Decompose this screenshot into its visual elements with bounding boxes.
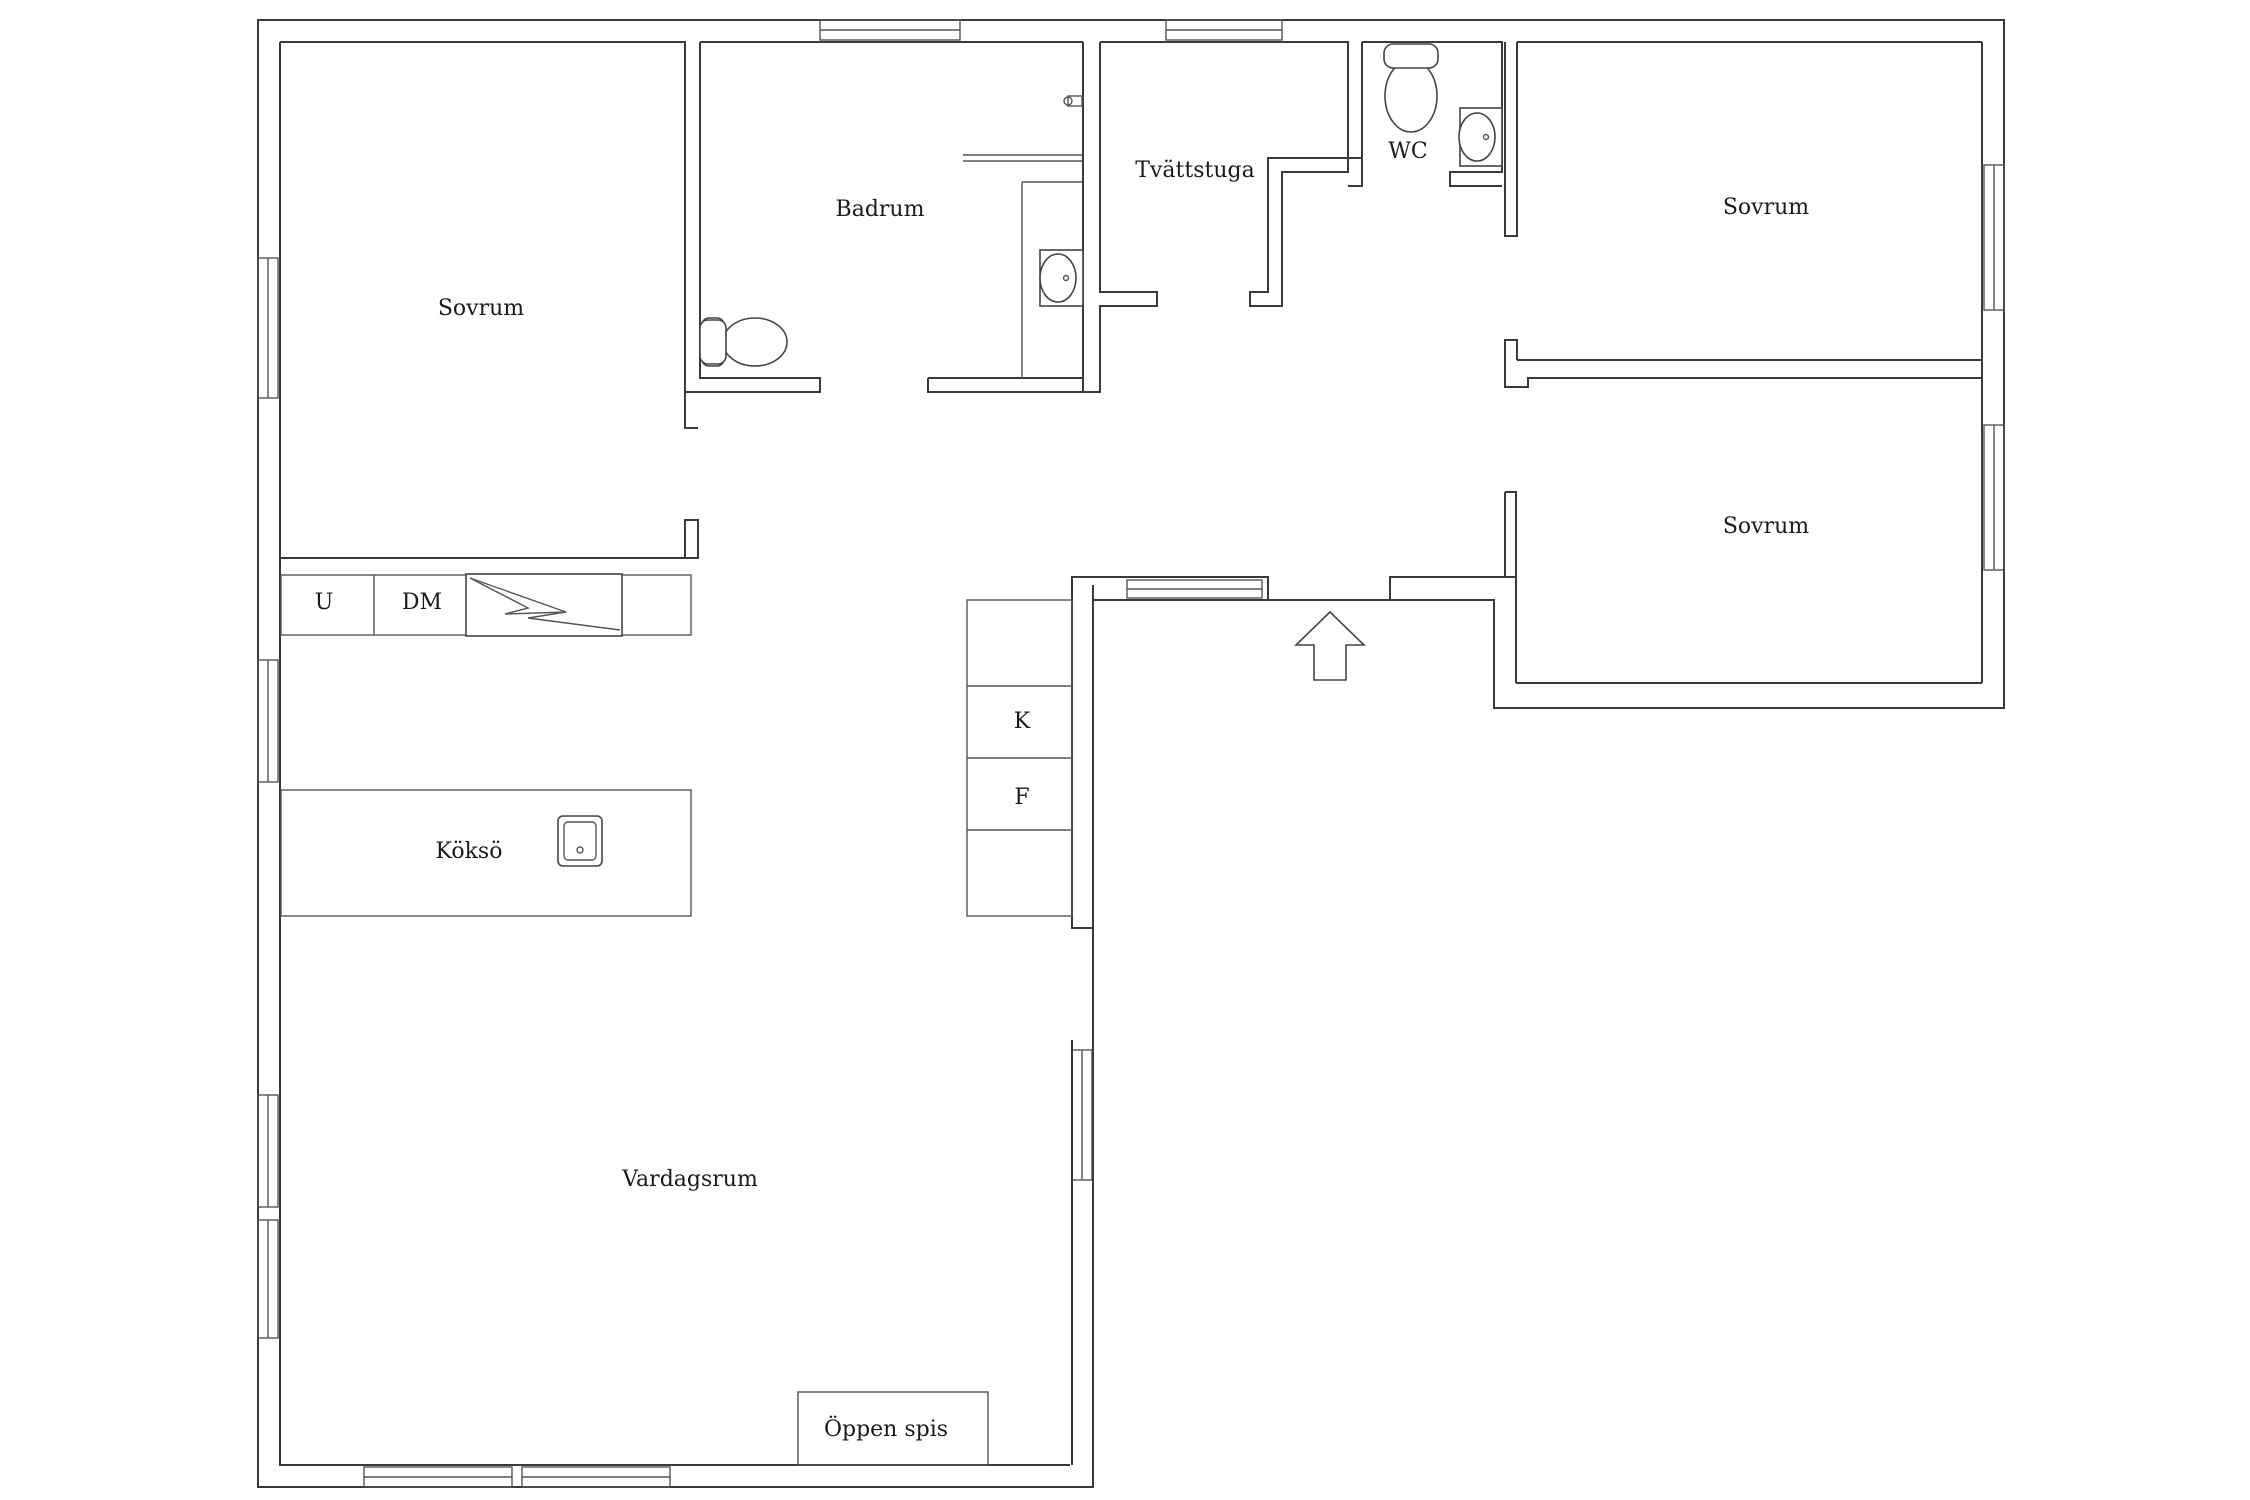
fixtures <box>699 43 1503 681</box>
room-label-sovrum-bottom-right: Sovrum <box>1723 514 1809 539</box>
arrow-up-icon <box>1294 610 1366 681</box>
room-label-koksö: Köksö <box>436 839 503 864</box>
outer-walls <box>257 19 2005 1488</box>
appliance-label-oven: U <box>315 590 334 615</box>
interior-walls <box>279 41 1983 1487</box>
sink-icon <box>557 815 603 867</box>
windows <box>257 19 2005 1488</box>
kitchen <box>280 573 1073 1466</box>
room-label-tvattstuga: Tvättstuga <box>1135 158 1254 183</box>
toilet-icon <box>1383 43 1439 133</box>
appliance-label-dishwasher: DM <box>402 590 442 615</box>
room-label-vardagsrum: Vardagsrum <box>621 1167 758 1192</box>
room-label-sovrum-left: Sovrum <box>438 296 524 321</box>
appliance-label-freezer: F <box>1014 785 1029 810</box>
toilet-icon <box>699 317 788 367</box>
appliance-label-fridge: K <box>1014 709 1031 734</box>
appliance-labels: U DM K F <box>315 590 1031 810</box>
room-label-badrum: Badrum <box>836 197 925 222</box>
sink-icon <box>1039 249 1084 307</box>
kitchen-island <box>280 789 692 917</box>
room-label-wc: WC <box>1388 139 1427 164</box>
shower-icon <box>1063 95 1083 107</box>
fireplace <box>797 1391 989 1466</box>
room-labels: Sovrum Badrum Tvättstuga WC Sovrum Sovru… <box>436 139 1810 1442</box>
sink-icon <box>1458 107 1503 167</box>
room-label-sovrum-top-right: Sovrum <box>1723 195 1809 220</box>
stove-icon <box>465 573 623 637</box>
room-label-oppen-spis: Öppen spis <box>824 1415 948 1442</box>
